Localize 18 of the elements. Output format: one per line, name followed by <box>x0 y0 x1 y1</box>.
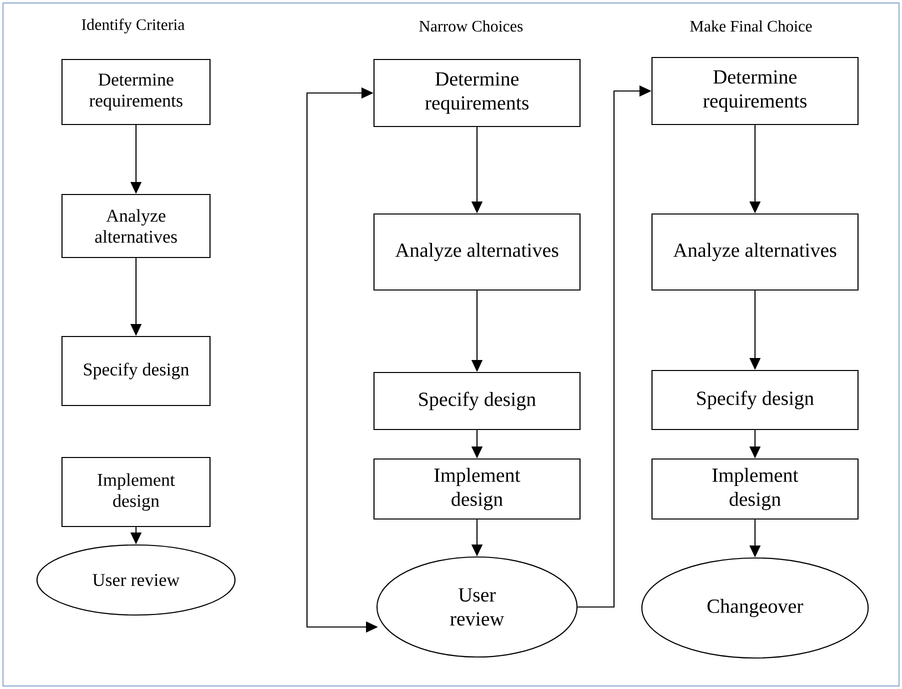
process-box: Specify design <box>651 370 859 430</box>
process-box: Analyze alternatives <box>61 194 211 258</box>
process-box: Specify design <box>61 336 211 406</box>
oval-node: User review <box>376 556 578 658</box>
process-box: Determine requirements <box>61 58 211 126</box>
oval-node: Changeover <box>641 557 869 659</box>
process-box: Analyze alternatives <box>373 213 581 291</box>
process-box: Implement design <box>373 458 581 520</box>
oval-node: User review <box>36 544 236 616</box>
process-box: Analyze alternatives <box>651 213 859 291</box>
process-box: Implement design <box>651 458 859 520</box>
process-box: Implement design <box>61 456 211 528</box>
process-box: Specify design <box>373 372 581 430</box>
column-heading: Make Final Choice <box>690 20 812 32</box>
process-box: Determine requirements <box>651 56 859 126</box>
process-box: Determine requirements <box>373 58 581 128</box>
column-heading: Narrow Choices <box>419 20 523 32</box>
column-heading: Identify Criteria <box>82 18 185 34</box>
